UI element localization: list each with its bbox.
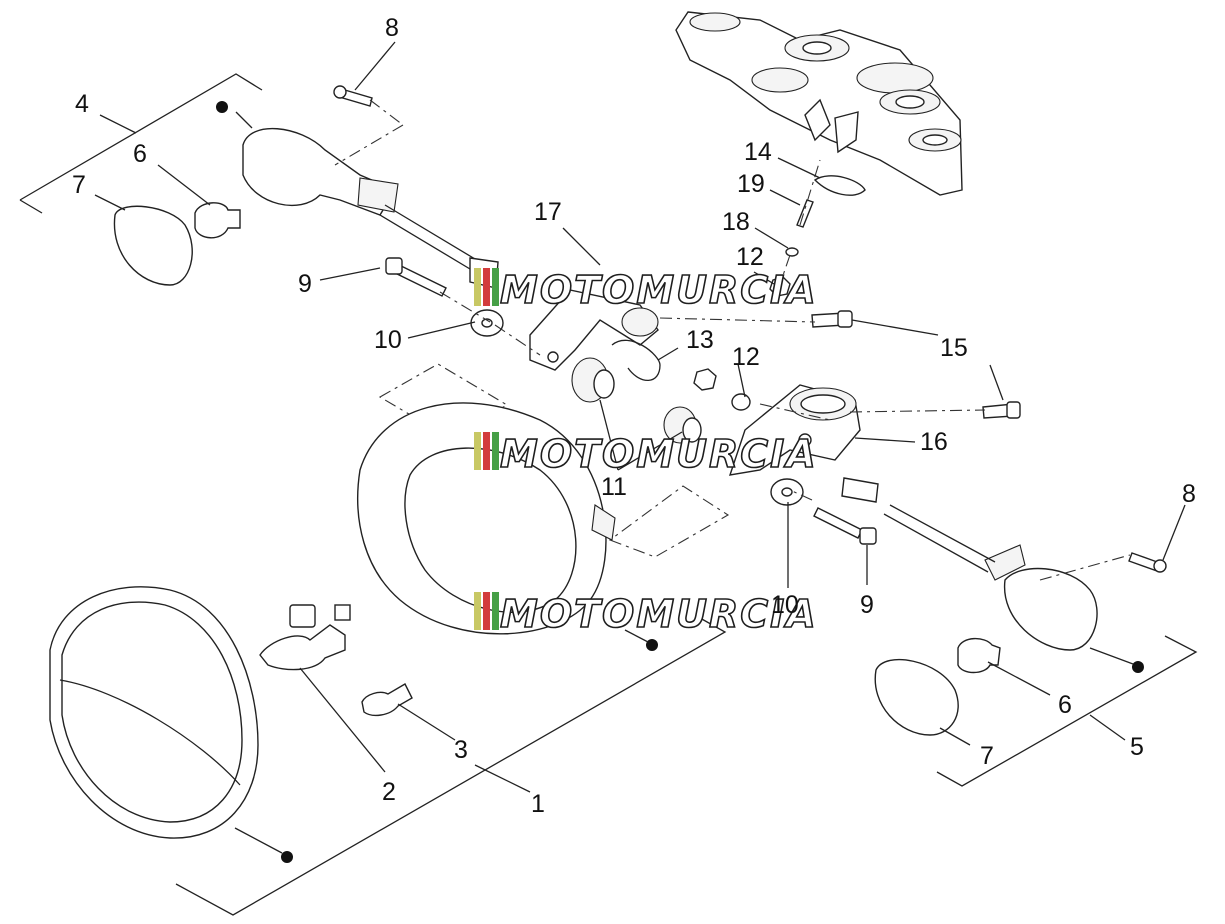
callout-12: 12	[736, 243, 764, 271]
right-washer-10	[770, 478, 804, 506]
watermark-text: MOTOMURCIA	[500, 432, 818, 476]
callout-5: 5	[1130, 733, 1144, 761]
left-turn-signal	[242, 127, 499, 289]
right-bolt-9	[813, 507, 877, 545]
headlight-bulb-2	[259, 604, 351, 671]
watermark-1: MOTOMURCIA	[474, 267, 818, 313]
bolt-15-lower	[982, 401, 1021, 419]
callout-17: 17	[534, 198, 562, 226]
right-screw-8	[1128, 552, 1167, 573]
bullet-dots	[216, 101, 1144, 863]
watermark-text: MOTOMURCIA	[500, 592, 818, 636]
callout-3: 3	[454, 736, 468, 764]
left-screw-8	[333, 85, 373, 107]
callout-15: 15	[940, 334, 968, 362]
group-bracket-headlight	[175, 617, 727, 916]
callout-9: 9	[298, 270, 312, 298]
callout-6: 6	[1058, 691, 1072, 719]
nut-12-upper	[769, 276, 791, 297]
parking-bulb-3	[361, 683, 413, 717]
rubber-grommet-11b	[663, 406, 702, 444]
callout-8: 8	[385, 14, 399, 42]
callout-10: 10	[771, 591, 799, 619]
group-bracket-right-indicator	[936, 635, 1198, 787]
wire-13	[611, 339, 661, 382]
callout-1: 1	[531, 790, 545, 818]
left-bolt-9	[385, 257, 447, 297]
right-bulb	[957, 637, 1001, 674]
triple-clamp	[675, 11, 963, 196]
washer-18	[785, 247, 799, 257]
callout-19: 19	[737, 170, 765, 198]
alignment-lines	[334, 99, 1131, 581]
right-turn-signal	[841, 477, 1098, 651]
upper-bracket-17	[529, 289, 659, 371]
callout-6: 6	[133, 140, 147, 168]
callout-7: 7	[72, 171, 86, 199]
leader-lines	[94, 41, 1186, 793]
group-bracket-left-indicator	[19, 73, 263, 214]
headlight-shell	[357, 402, 616, 635]
right-lens	[874, 658, 959, 736]
clip-14	[813, 175, 866, 196]
callout-9: 9	[860, 591, 874, 619]
callout-4: 4	[75, 90, 89, 118]
callout-11: 11	[601, 473, 627, 501]
callout-2: 2	[382, 778, 396, 806]
nut-12-lower	[693, 368, 717, 391]
bolt-15-upper	[811, 310, 853, 328]
left-lens	[113, 205, 193, 286]
dashed-box-rubbers	[378, 363, 730, 558]
callout-10: 10	[374, 326, 402, 354]
callout-7: 7	[980, 742, 994, 770]
watermark-2: MOTOMURCIA	[474, 431, 818, 477]
callout-12: 12	[732, 343, 760, 371]
left-bulb	[194, 202, 241, 239]
headlight-rim-lens	[49, 586, 259, 839]
callout-8: 8	[1182, 480, 1196, 508]
callout-18: 18	[722, 208, 750, 236]
callout-16: 16	[920, 428, 948, 456]
callout-13: 13	[686, 326, 714, 354]
watermark-text: MOTOMURCIA	[500, 268, 818, 312]
rubber-grommet-11a	[571, 357, 615, 403]
callout-14: 14	[744, 138, 772, 166]
spacer-12b	[731, 393, 751, 411]
lower-bracket-16	[728, 384, 861, 476]
watermark-3: MOTOMURCIA	[474, 591, 818, 637]
left-washer-10	[470, 309, 504, 337]
